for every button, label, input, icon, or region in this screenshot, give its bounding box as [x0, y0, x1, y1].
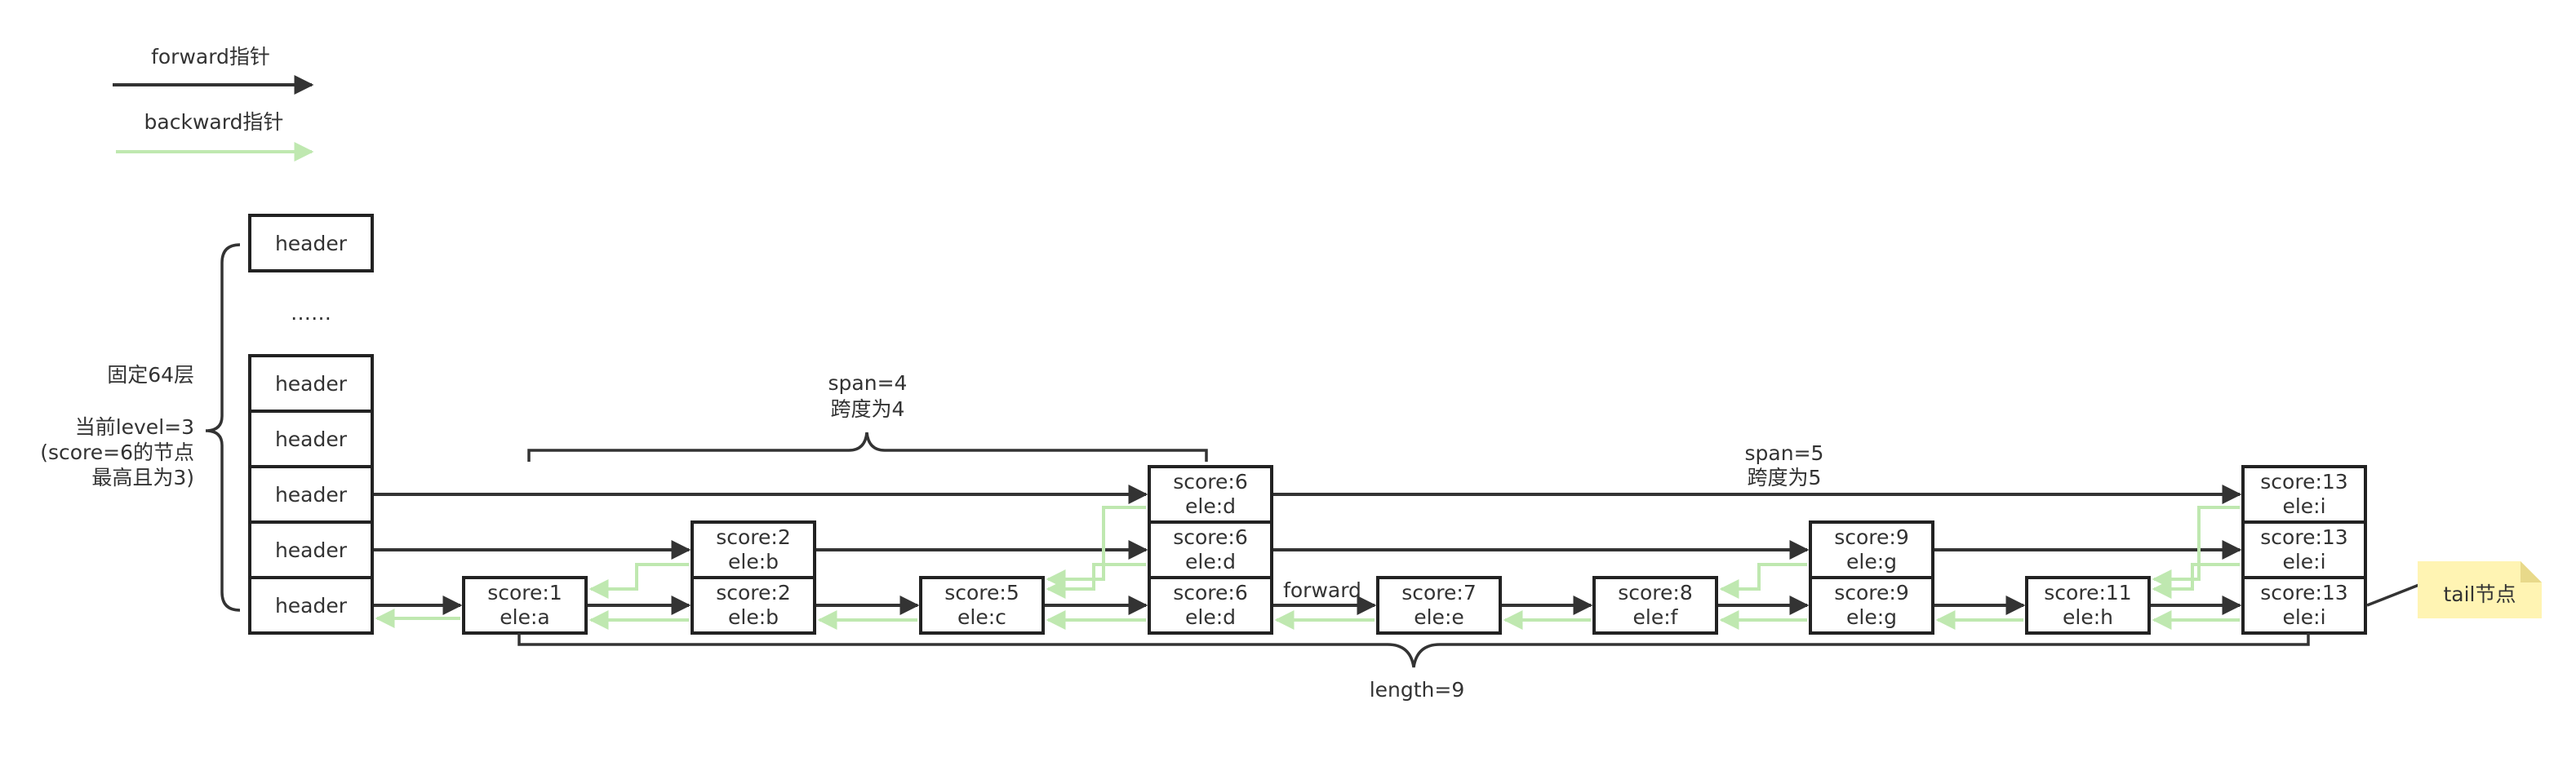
node-b-score: score:2 — [716, 525, 791, 549]
header-level-box: header — [248, 520, 374, 579]
header-ellipsis: …… — [291, 301, 331, 325]
span4-brace — [527, 432, 1208, 462]
node-i-score: score:13 — [2260, 581, 2347, 604]
node-i-ele: ele:i — [2282, 550, 2325, 574]
node-c-ele: ele:c — [957, 605, 1006, 629]
header-column: header …… header header header header he… — [248, 214, 374, 635]
node-g-level2: score:9 ele:g — [1809, 520, 1934, 579]
span4-label: span=4 — [828, 371, 908, 395]
current-level-line2: (score=6的节点 — [40, 441, 194, 464]
tail-label: tail节点 — [2443, 582, 2516, 606]
node-b-score: score:2 — [716, 581, 791, 604]
node-d-score: score:6 — [1173, 525, 1248, 549]
node-g-level1: score:9 ele:g — [1809, 576, 1934, 635]
backward-arrow — [1719, 563, 1807, 599]
node-d-level2: score:6 ele:d — [1148, 520, 1273, 579]
node-h-score: score:11 — [2044, 581, 2131, 604]
node-boxes: score:1 ele:a score:2 ele:b score:2 ele:… — [462, 465, 2367, 635]
fixed-levels-label: 固定64层 — [107, 363, 194, 387]
length-brace — [517, 633, 2310, 668]
backward-arrow — [1046, 506, 1146, 589]
forward-pointer-label: forward — [1283, 578, 1361, 602]
node-b-level2: score:2 ele:b — [691, 520, 816, 579]
tail-note-shape — [2418, 561, 2542, 618]
node-d-ele: ele:d — [1185, 550, 1236, 574]
tail-note: tail节点 — [2366, 561, 2542, 618]
node-i-level3: score:13 ele:i — [2241, 465, 2367, 524]
node-i-score: score:13 — [2260, 525, 2347, 549]
tail-connector — [2366, 582, 2422, 607]
length-annotation: length=9 — [517, 633, 2310, 702]
header-level-label: header — [275, 594, 348, 618]
levels-brace — [205, 243, 241, 612]
node-i-ele: ele:i — [2282, 605, 2325, 629]
length-label: length=9 — [1370, 678, 1465, 702]
level-note: 固定64层 当前level=3 (score=6的节点 最高且为3) — [40, 243, 241, 612]
header-level-box: header — [248, 576, 374, 635]
forward-pointers — [374, 485, 2242, 615]
node-h-level1: score:11 ele:h — [2025, 576, 2151, 635]
header-top-box: header — [248, 214, 374, 272]
header-level-label: header — [275, 427, 348, 451]
node-f-level1: score:8 ele:f — [1592, 576, 1718, 635]
node-g-score: score:9 — [1834, 581, 1909, 604]
span4-annotation: span=4 跨度为4 — [527, 371, 1208, 462]
legend-backward-label: backward指针 — [144, 110, 284, 134]
node-d-level3: score:6 ele:d — [1148, 465, 1273, 524]
current-level-line3: 最高且为3) — [91, 466, 194, 489]
legend: forward指针 backward指针 — [113, 45, 314, 162]
node-i-score: score:13 — [2260, 470, 2347, 494]
node-c-level1: score:5 ele:c — [919, 576, 1045, 635]
header-level-label: header — [275, 483, 348, 507]
current-level-line1: 当前level=3 — [75, 415, 194, 439]
header-level-box: header — [248, 465, 374, 524]
header-top-label: header — [275, 232, 348, 255]
node-e-ele: ele:e — [1414, 605, 1464, 629]
node-d-score: score:6 — [1173, 470, 1248, 494]
span4-cn-label: 跨度为4 — [831, 397, 905, 421]
span5-cn-label: 跨度为5 — [1748, 466, 1822, 489]
span5-label: span=5 — [1745, 441, 1824, 465]
backward-arrow — [588, 563, 689, 599]
node-b-level1: score:2 ele:b — [691, 576, 816, 635]
header-level-box: header — [248, 410, 374, 468]
node-e-score: score:7 — [1401, 581, 1477, 604]
legend-forward-label: forward指针 — [151, 45, 270, 69]
header-level-label: header — [275, 538, 348, 562]
node-a-ele: ele:a — [500, 605, 549, 629]
node-i-level1: score:13 ele:i — [2241, 576, 2367, 635]
backward-arrow — [2152, 506, 2240, 589]
node-i-level2: score:13 ele:i — [2241, 520, 2367, 579]
node-e-level1: score:7 ele:e — [1376, 576, 1502, 635]
span5-annotation: span=5 跨度为5 — [1745, 441, 1824, 489]
header-level-label: header — [275, 372, 348, 396]
node-d-ele: ele:d — [1185, 494, 1236, 518]
node-g-ele: ele:g — [1846, 605, 1897, 629]
backward-pointers — [375, 506, 2240, 630]
node-d-level1: score:6 ele:d — [1148, 576, 1273, 635]
node-d-ele: ele:d — [1185, 605, 1236, 629]
node-a-level1: score:1 ele:a — [462, 576, 588, 635]
node-g-score: score:9 — [1834, 525, 1909, 549]
backward-arrow — [2152, 563, 2240, 599]
node-f-score: score:8 — [1618, 581, 1693, 604]
header-level-box: header — [248, 354, 374, 413]
backward-arrow — [1046, 563, 1146, 599]
node-c-score: score:5 — [944, 581, 1019, 604]
node-b-ele: ele:b — [728, 605, 779, 629]
node-h-ele: ele:h — [2063, 605, 2113, 629]
node-g-ele: ele:g — [1846, 550, 1897, 574]
tail-note-fold — [2520, 561, 2542, 582]
node-b-ele: ele:b — [728, 550, 779, 574]
node-f-ele: ele:f — [1633, 605, 1679, 629]
node-a-score: score:1 — [487, 581, 562, 604]
node-i-ele: ele:i — [2282, 494, 2325, 518]
node-d-score: score:6 — [1173, 581, 1248, 604]
